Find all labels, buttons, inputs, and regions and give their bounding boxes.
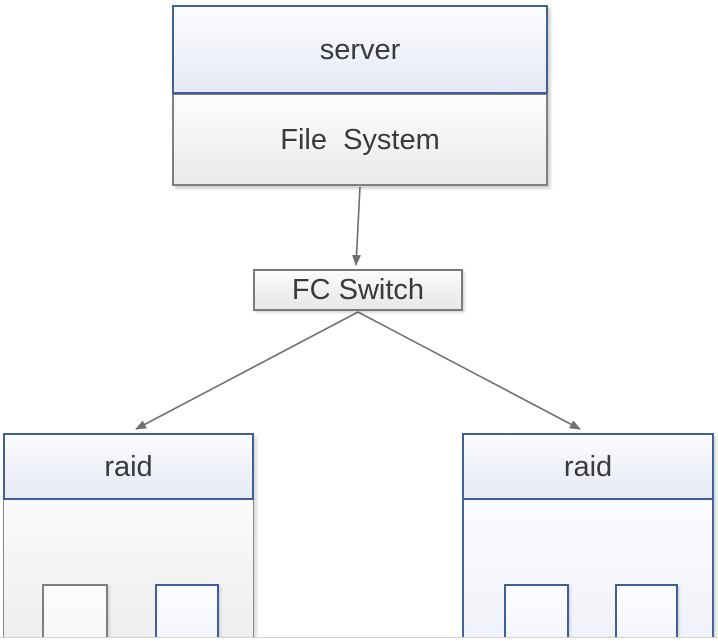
edge-fcswitch-to-raid-right bbox=[357, 311, 581, 430]
edge-server-to-fcswitch bbox=[352, 186, 362, 266]
node-raid-right: raid disk disk bbox=[462, 433, 714, 642]
screenshot-bottom-edge bbox=[0, 637, 718, 642]
node-raid-left: raid disk disk bbox=[3, 433, 254, 642]
file-system-label: File System bbox=[280, 123, 440, 156]
raid-left-header: raid bbox=[3, 433, 254, 500]
raid-left-body: disk disk bbox=[3, 500, 254, 642]
raid-right-label: raid bbox=[563, 450, 613, 483]
disk-left-2: disk bbox=[155, 584, 219, 642]
fc-switch-label: FC Switch bbox=[291, 274, 425, 306]
edge-fcswitch-to-raid-left bbox=[135, 311, 359, 430]
raid-right-body: disk disk bbox=[462, 500, 714, 642]
disk-right-2: disk bbox=[615, 584, 678, 642]
node-fc-switch: FC Switch bbox=[253, 269, 463, 311]
raid-left-label: raid bbox=[104, 450, 153, 483]
raid-right-header: raid bbox=[462, 433, 714, 500]
server-title: server bbox=[319, 33, 401, 66]
node-server: server File System bbox=[172, 5, 548, 186]
disk-right-1: disk bbox=[504, 584, 569, 642]
server-header: server bbox=[172, 5, 548, 94]
server-file-system: File System bbox=[172, 94, 548, 186]
disk-left-1: disk bbox=[42, 584, 108, 642]
